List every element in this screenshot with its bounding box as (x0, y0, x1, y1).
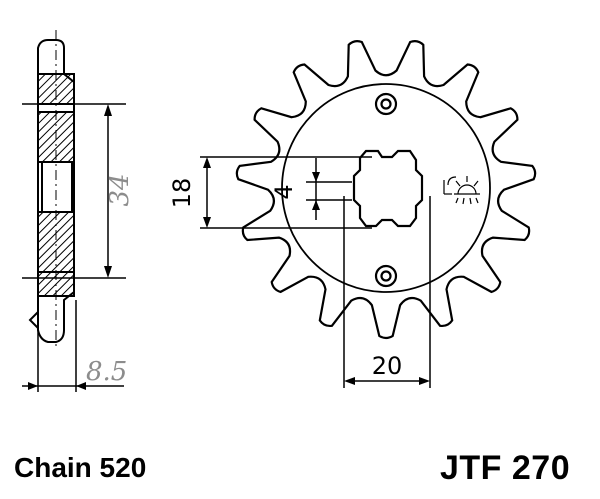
sprocket-outline (235, 40, 537, 340)
side-view (28, 30, 75, 350)
dimension-spline-width (343, 196, 431, 388)
dimension-thickness-label: 8.5 (86, 357, 127, 387)
bolt-hole-top (374, 92, 398, 116)
dimension-spline-width-label: 20 (372, 352, 403, 380)
chain-size-label: Chain 520 (14, 452, 147, 483)
dimension-thickness (22, 300, 124, 392)
side-hatch-mid-lower (37, 211, 75, 273)
dimension-spline-major-label: 18 (168, 178, 196, 209)
dimension-hub-height-label: 34 (105, 173, 135, 206)
dimension-spline-minor (306, 158, 352, 220)
dimension-spline-minor-label: 4 (270, 184, 298, 199)
sun-marking-icon (443, 176, 480, 205)
splined-bore (352, 149, 424, 228)
dimension-hub-height (22, 103, 126, 279)
part-number-label: JTF 270 (440, 449, 571, 487)
bolt-hole-bottom (374, 264, 398, 288)
side-notch (28, 311, 39, 329)
hub-circle (281, 83, 491, 293)
side-bore (41, 161, 73, 213)
front-view (235, 40, 537, 340)
